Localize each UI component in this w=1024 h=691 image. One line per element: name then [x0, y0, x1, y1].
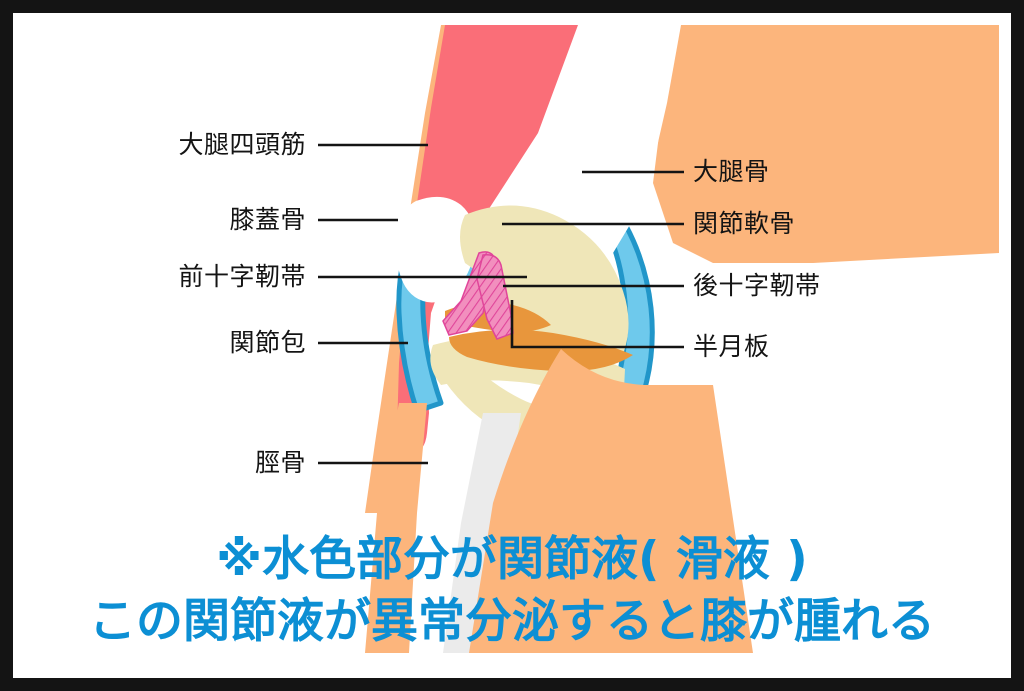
lower-leg-skin-back — [469, 349, 753, 653]
leader-line-meniscus — [510, 300, 684, 349]
label-quadriceps: 大腿四頭筋 — [178, 130, 306, 159]
label-meniscus: 半月板 — [693, 332, 770, 361]
lower-leg-group — [365, 349, 753, 653]
label-patella: 膝蓋骨 — [229, 205, 306, 234]
label-anterior-cruciate-ligament: 前十字靭帯 — [178, 262, 306, 291]
quadriceps-muscle-group — [397, 25, 578, 453]
caption-line-2: この関節液が異常分泌すると膝が腫れる — [89, 594, 935, 649]
quadriceps-muscle — [397, 25, 578, 453]
femur-shaft-bone — [561, 25, 681, 253]
thigh-skin-back — [653, 25, 999, 263]
label-joint-capsule: 関節包 — [229, 328, 306, 357]
label-femur: 大腿骨 — [693, 157, 770, 186]
knee-anatomy-illustration — [318, 25, 999, 653]
label-articular-cartilage: 関節軟骨 — [693, 209, 796, 238]
caption-block: ※水色部分が関節液( 滑液 ) この関節液が異常分泌すると膝が腫れる — [13, 529, 1011, 653]
calf-shadow — [443, 413, 521, 653]
label-tibia: 脛骨 — [254, 448, 306, 477]
label-posterior-cruciate-ligament: 後十字靭帯 — [693, 271, 821, 300]
femoral-articular-cartilage — [460, 205, 629, 363]
diagram-canvas: 大腿四頭筋 膝蓋骨 前十字靭帯 関節包 脛骨 大腿骨 関節軟骨 後十字靭帯 半月… — [13, 13, 1011, 678]
meniscus-lower — [449, 329, 633, 372]
leader-lines-group — [318, 143, 684, 465]
shin-skin-front — [365, 403, 427, 653]
caption-line-1: ※水色部分が関節液( 滑液 ) — [216, 532, 808, 587]
